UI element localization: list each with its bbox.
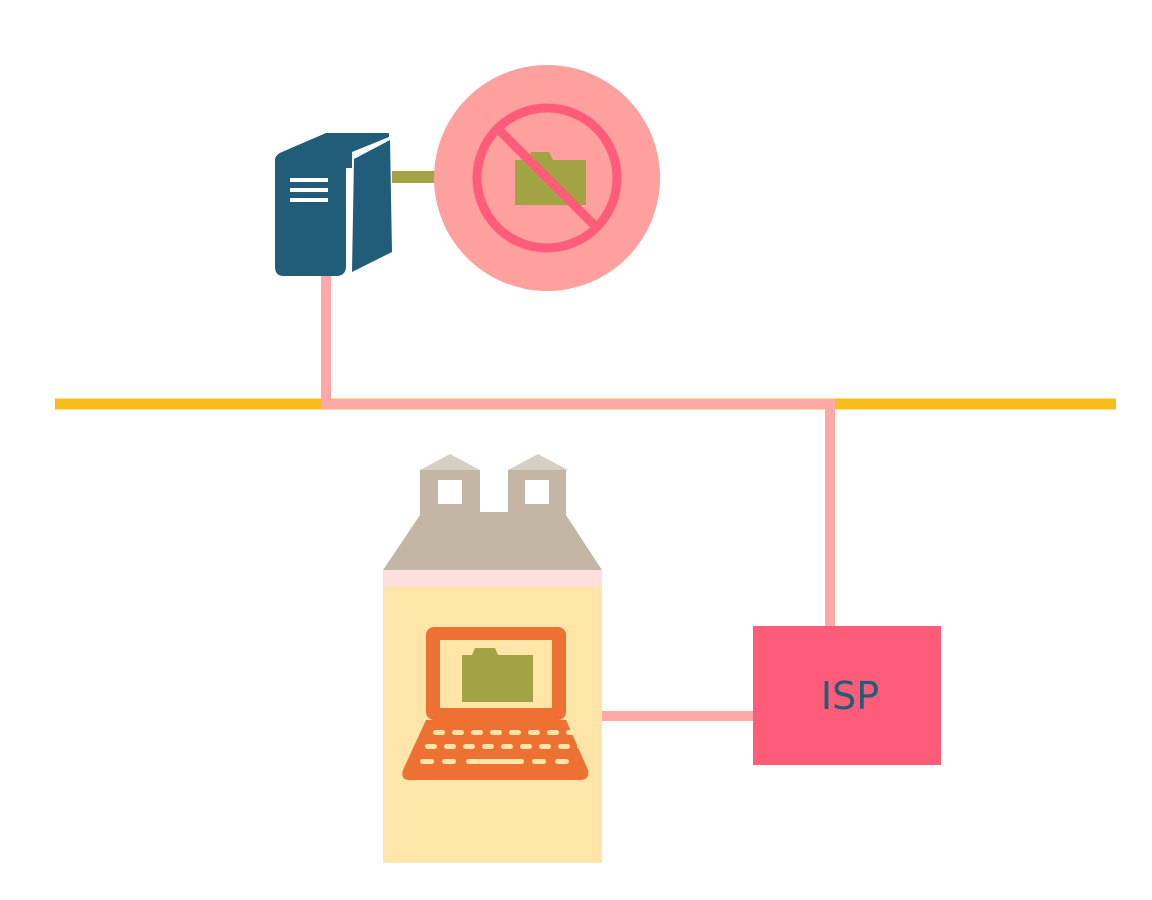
connection-lines	[321, 272, 835, 721]
laptop-icon	[402, 627, 589, 780]
server-link	[392, 171, 438, 183]
isp-label: ISP	[821, 674, 879, 718]
laptop-key	[420, 759, 434, 764]
isp-box: ISP	[753, 626, 941, 765]
laptop-key	[555, 759, 569, 764]
laptop-key	[547, 730, 559, 735]
blocked-folder-icon	[434, 65, 660, 291]
laptop-key	[566, 730, 578, 735]
laptop-key	[482, 744, 494, 749]
laptop-key	[520, 744, 532, 749]
laptop-key	[532, 759, 546, 764]
laptop-key	[425, 744, 437, 749]
server-icon	[275, 133, 392, 276]
laptop-key	[528, 730, 540, 735]
laptop-key	[442, 759, 456, 764]
laptop-key	[501, 744, 513, 749]
laptop-spacebar	[466, 759, 524, 764]
laptop-key	[463, 744, 475, 749]
laptop-key	[444, 744, 456, 749]
server-to-isp-line	[321, 272, 835, 628]
laptop-key	[452, 730, 464, 735]
prohibit-slash	[493, 124, 601, 232]
laptop-key	[471, 730, 483, 735]
prohibit-ring	[472, 103, 622, 253]
laptop-key	[433, 730, 445, 735]
laptop-key	[558, 744, 570, 749]
folder-icon	[462, 648, 533, 702]
laptop-key	[490, 730, 502, 735]
laptop-key	[577, 744, 589, 749]
laptop-key	[509, 730, 521, 735]
laptop-key	[539, 744, 551, 749]
